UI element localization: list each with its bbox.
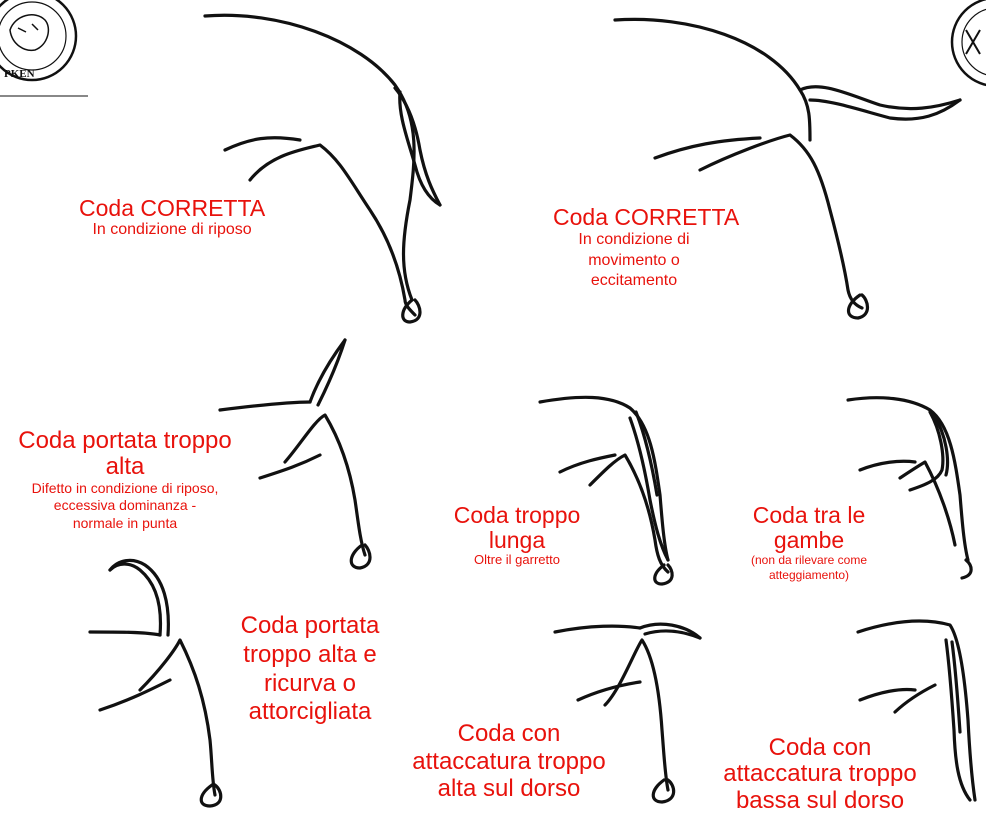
kennel-logo-left: PKEN [0,0,90,98]
association-seal-icon [950,0,986,87]
label-title: Coda portata troppo [18,427,232,454]
label-note: Difetto in condizione di riposo, [31,479,219,496]
drawing-high-curled [88,558,223,808]
label-title: Coda CORRETTA [553,204,740,230]
label-title: Coda troppo [453,502,581,528]
drawing-low-set [856,619,977,802]
drawing-between-legs [846,396,973,580]
label-title-line3: bassa sul dorso [735,786,905,814]
drawing-correct-rest [203,13,442,324]
label-note: normale in punta [72,514,178,531]
label-title-line2: attaccatura troppo [723,760,917,788]
label-title: Coda CORRETTA [79,195,266,221]
label-title-line2: gambe [773,526,845,553]
label-title: Coda con [457,720,561,747]
label-note: (non da rilevare come [750,552,868,567]
drawing-too-long [538,395,674,586]
label-title-line3: alta sul dorso [437,775,581,803]
label-title-line2: alta [105,452,145,480]
label-note: Oltre il garretto [474,551,560,567]
label-title-line4: attorcigliata [248,698,372,726]
label-title-line2: lunga [488,526,546,553]
label-title-line3: ricurva o [263,669,357,697]
drawing-too-high [218,338,372,570]
label-too-long: Coda troppo lunga Oltre il garretto [442,503,592,567]
label-high-set: Coda con attaccatura troppo alta sul dor… [396,720,622,803]
label-note: eccessiva dominanza - [53,497,197,514]
label-too-high: Coda portata troppo alta Difetto in cond… [2,428,248,532]
label-title: Coda portata [240,612,380,639]
label-note: eccitamento [590,272,678,290]
label-note: In condizione di [578,230,690,248]
label-title: Coda tra le [752,502,866,528]
label-title-line2: troppo alta e [243,640,377,668]
label-note: In condizione di riposo [92,220,252,238]
label-title: Coda con [768,734,872,761]
label-correct-motion: Coda CORRETTA In condizione di movimento… [553,204,740,292]
label-correct-rest: Coda CORRETTA In condizione di riposo [79,196,265,238]
kennel-logo-text: PKEN [4,68,35,80]
drawing-correct-motion [613,17,962,320]
label-low-set: Coda con attaccatura troppo bassa sul do… [709,734,931,814]
pit-bull-seal-icon [0,0,88,97]
label-title-line2: attaccatura troppo [412,747,606,775]
drawing-high-set [553,622,702,804]
association-logo-right [950,0,986,98]
label-note: atteggiamento) [768,568,850,583]
label-high-curled: Coda portata troppo alta e ricurva o att… [225,612,395,727]
label-note: movimento o [588,251,680,269]
label-between-legs: Coda tra le gambe (non da rilevare come … [728,503,890,584]
